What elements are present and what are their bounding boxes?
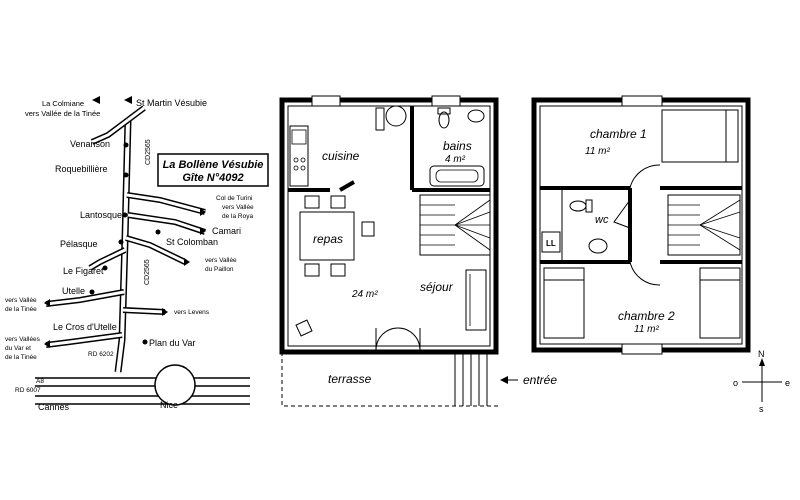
- road-a8: A8: [36, 378, 44, 385]
- town-utelle: Utelle: [62, 286, 85, 296]
- room-sejour: séjour: [420, 280, 454, 294]
- road-cd2565-top: CD2565: [145, 139, 152, 165]
- map-arrows: [44, 96, 206, 348]
- town-figaret: Le Figaret: [63, 266, 104, 276]
- dir-turini-1: Col de Turini: [216, 195, 253, 202]
- room-bains-area: 4 m²: [445, 154, 466, 165]
- map-labels: La Colmiane vers Vallée de la Tinée St M…: [5, 98, 254, 412]
- dir-paillon-1: vers Vallée: [205, 257, 237, 264]
- compass-n: N: [758, 349, 765, 359]
- gite-title: La Bollène Vésubie: [163, 159, 264, 171]
- room-chambre1: chambre 1: [590, 127, 647, 141]
- town-camari: Camari: [212, 226, 241, 236]
- gite-title-box: La Bollène Vésubie Gîte N°4092: [157, 153, 269, 187]
- compass-o: o: [733, 378, 738, 388]
- room-wc: wc: [595, 214, 609, 226]
- compass-e: e: [785, 378, 790, 388]
- upper-floor-labels: chambre 1 11 m² wc LL chambre 2 11 m²: [546, 127, 675, 335]
- upper-floor-plan: [531, 95, 751, 355]
- room-repas: repas: [313, 232, 343, 246]
- dir-var-1: vers Vallées: [5, 336, 41, 343]
- road-rd6202: RD 6202: [88, 351, 114, 358]
- dir-paillon-2: du Paillon: [205, 266, 234, 273]
- town-cros-utelle: Le Cros d'Utelle: [53, 322, 117, 332]
- dir-var-3: de la Tinée: [5, 354, 37, 361]
- dir-levens: vers Levens: [174, 309, 210, 316]
- room-chambre2: chambre 2: [618, 309, 675, 323]
- road-rd6007: RD 6007: [15, 387, 41, 394]
- town-cannes: Cannes: [38, 402, 70, 412]
- ground-floor-plan: [279, 95, 518, 407]
- town-lantosque: Lantosque: [80, 210, 122, 220]
- room-sejour-area: 24 m²: [351, 289, 378, 300]
- room-terrasse: terrasse: [328, 372, 372, 386]
- room-bains: bains: [443, 139, 472, 153]
- town-plan-du-var: Plan du Var: [149, 338, 195, 348]
- compass-s: s: [759, 404, 764, 414]
- road-cd2565-bottom: CD2565: [144, 259, 151, 285]
- laundry-ll: LL: [546, 239, 556, 248]
- dir-tinee-1: vers Vallée: [5, 297, 37, 304]
- road-map: [35, 105, 250, 406]
- room-cuisine: cuisine: [322, 149, 360, 163]
- dir-turini-2: vers Vallée: [222, 204, 254, 211]
- dir-colmiane-1: La Colmiane: [42, 99, 84, 108]
- compass-north-arrow-icon: [759, 358, 765, 366]
- room-chambre1-area: 11 m²: [585, 146, 610, 157]
- dir-tinee-2: de la Tinée: [5, 306, 37, 313]
- town-venanson: Venanson: [70, 139, 110, 149]
- town-nice: Nice: [160, 400, 178, 410]
- town-st-colomban: St Colomban: [166, 237, 218, 247]
- entry-label: entrée: [523, 373, 557, 387]
- room-chambre2-area: 11 m²: [634, 324, 659, 335]
- dir-turini-3: de la Roya: [222, 213, 253, 220]
- dir-var-2: du Var et: [5, 345, 31, 352]
- entry-arrow-icon: [500, 376, 508, 384]
- gite-number: Gîte N°4092: [182, 172, 243, 184]
- ground-floor-labels: cuisine bains 4 m² repas 24 m² séjour te…: [313, 139, 557, 387]
- town-st-martin: St Martin Vésubie: [136, 98, 207, 108]
- dir-colmiane-2: vers Vallée de la Tinée: [25, 109, 100, 118]
- town-roquebilliere: Roquebillière: [55, 164, 108, 174]
- compass-rose: N e o s: [733, 349, 790, 414]
- map-town-dots: [89, 142, 161, 345]
- town-pelasque: Pélasque: [60, 239, 98, 249]
